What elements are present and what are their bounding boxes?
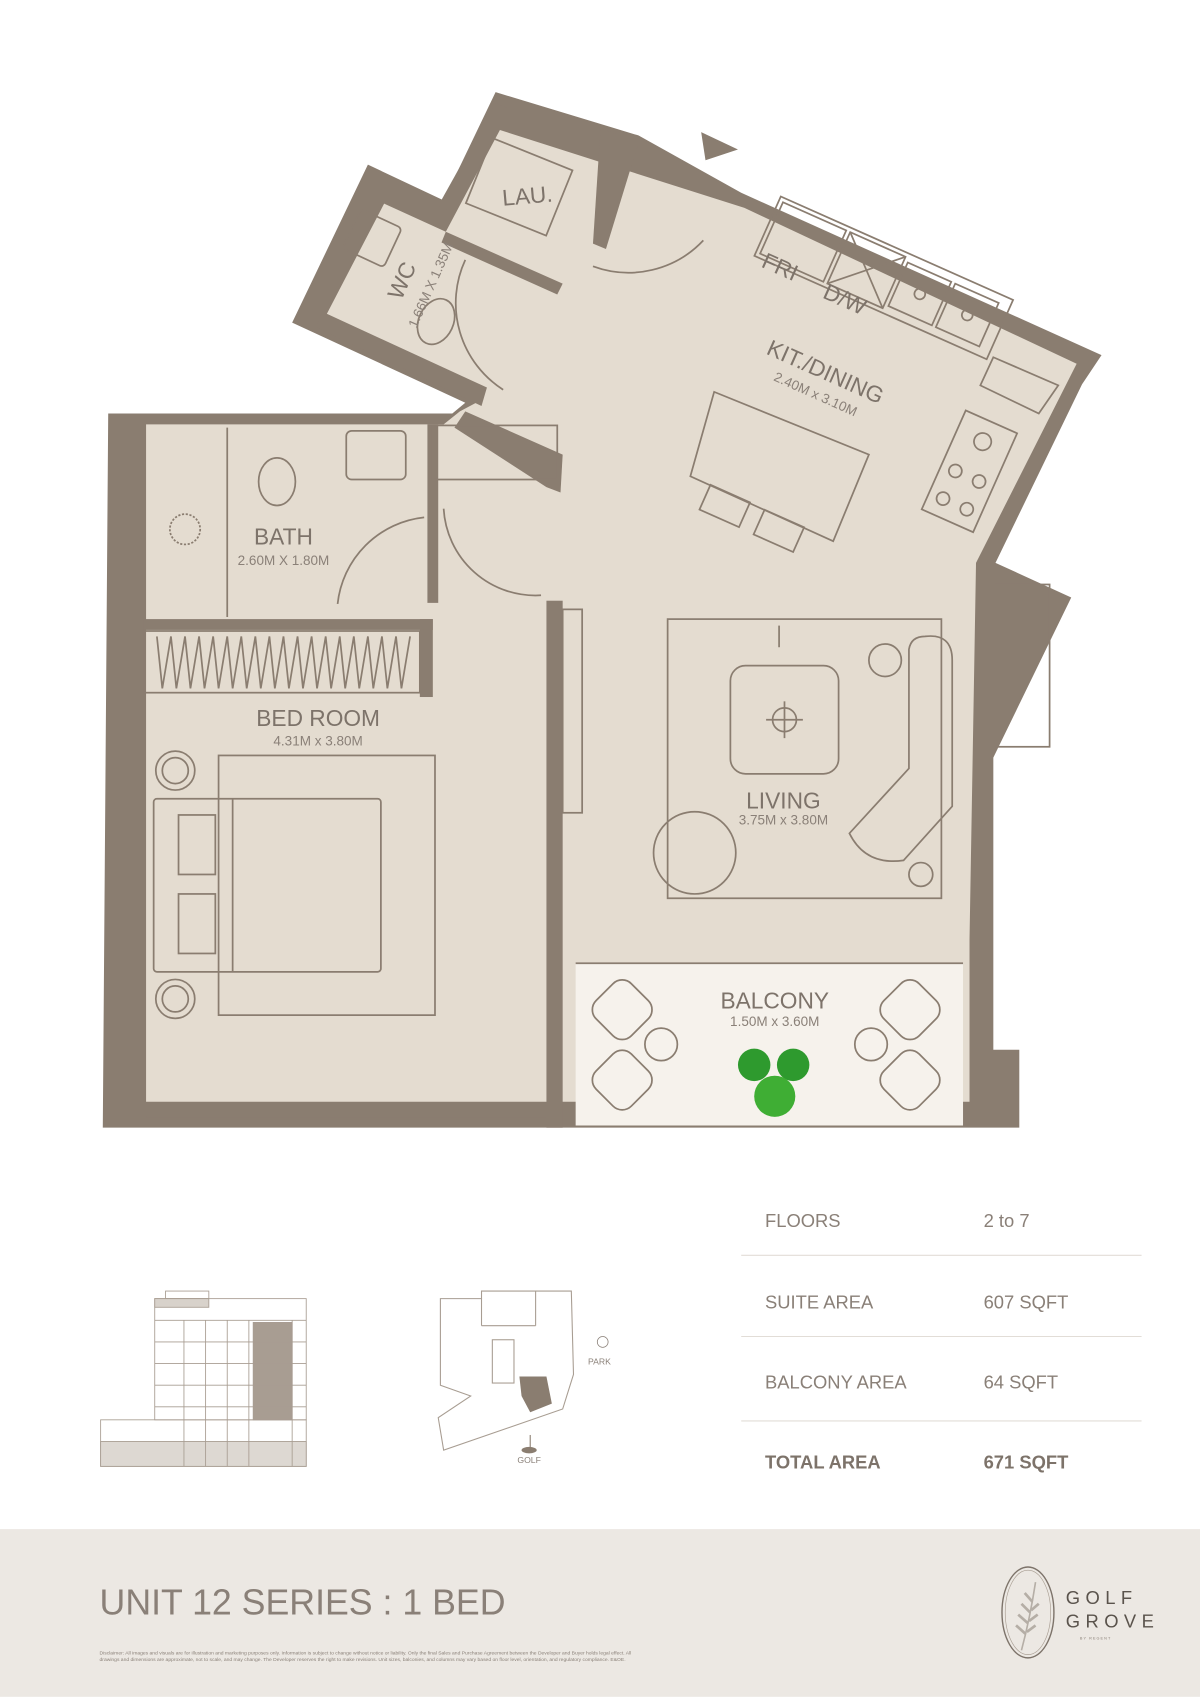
dining-chair — [698, 483, 752, 529]
entry-door-swing — [592, 239, 704, 274]
bath-right-wall — [427, 424, 439, 603]
spec-label: SUITE AREA — [765, 1291, 874, 1312]
dims-living: 3.75M x 3.80M — [739, 813, 828, 828]
unit-highlight — [519, 1376, 552, 1413]
shaft-kitchen — [979, 356, 1060, 415]
dims-bedroom: 4.31M x 3.80M — [273, 734, 362, 749]
lamp-inner — [161, 756, 190, 785]
spec-label-total: TOTAL AREA — [765, 1452, 881, 1473]
logo-text: GOLF — [1066, 1587, 1138, 1608]
pillow — [177, 893, 217, 955]
spec-value: 64 SQFT — [984, 1371, 1059, 1392]
spec-value: 2 to 7 — [984, 1210, 1030, 1231]
spec-value-total: 671 SQFT — [984, 1452, 1070, 1473]
wc-lau-wall — [438, 102, 509, 213]
wardrobe-hangers — [156, 636, 411, 689]
wc-bottom-wall — [315, 311, 487, 406]
cooktop — [920, 409, 1019, 534]
logo-tagline: BY REGENT — [1080, 1636, 1111, 1640]
shaft-living — [994, 583, 1051, 748]
dims-balcony: 1.50M x 3.60M — [730, 1014, 819, 1029]
floor-area — [146, 130, 1077, 1102]
dishwasher — [826, 231, 907, 310]
kitchen-counter — [753, 195, 1015, 361]
label-park: PARK — [588, 1357, 611, 1367]
coffee-table — [729, 664, 840, 775]
building-elevation — [100, 1290, 307, 1467]
shaft-bath — [431, 424, 559, 481]
entrance-arrow-icon — [701, 132, 738, 161]
toilet-icon — [257, 457, 297, 507]
kitchen-sink-icon — [887, 261, 953, 327]
wc-door-swing — [454, 259, 504, 391]
kitchen-right-jamb — [454, 411, 563, 493]
bedroom-rug — [217, 754, 436, 1017]
label-lau: LAU. — [501, 180, 554, 210]
lamp-inner — [161, 985, 190, 1013]
label-bath: BATH — [254, 523, 313, 549]
wc-sink-icon — [343, 209, 402, 267]
armchair — [652, 810, 737, 895]
balcony-furniture — [591, 979, 941, 1111]
specs-table: FLOORS 2 to 7 SUITE AREA 607 SQFT BALCON… — [741, 1210, 1142, 1473]
side-table — [868, 643, 903, 678]
nightstand-lamp-icon — [154, 750, 196, 791]
bedroom-living-wall — [546, 600, 563, 1128]
wardrobe — [143, 630, 421, 694]
bath-sink-icon — [345, 429, 407, 481]
bath-door-swing — [336, 516, 425, 605]
bedroom-door-swing — [442, 508, 542, 597]
unit-title: UNIT 12 SERIES : 1 BED — [100, 1583, 506, 1623]
tree-icon — [596, 1336, 609, 1348]
spec-label: BALCONY AREA — [765, 1371, 907, 1392]
label-living: LIVING — [746, 787, 821, 813]
disclaimer: drawings and dimensions are approximate,… — [100, 1657, 626, 1663]
sofa — [848, 635, 954, 863]
floor-lamp-icon — [908, 861, 934, 888]
lau-bottom-wall — [441, 231, 563, 295]
label-bedroom: BED ROOM — [256, 705, 380, 731]
footer-band — [0, 1529, 1200, 1697]
tv-unit — [561, 608, 584, 814]
dining-chair — [752, 508, 806, 554]
label-golf: GOLF — [517, 1455, 541, 1465]
leaf-icon — [1020, 1582, 1037, 1651]
fridge — [758, 201, 848, 283]
key-plan: PARK GOLF — [437, 1290, 611, 1465]
lau-right-wall — [592, 127, 639, 250]
spec-value: 607 SQFT — [984, 1291, 1069, 1312]
dims-bath: 2.60M X 1.80M — [238, 553, 330, 568]
plant-icon — [737, 1048, 810, 1117]
golf-grove-logo: GOLF GROVE BY REGENT — [1001, 1566, 1159, 1659]
label-balcony: BALCONY — [720, 988, 829, 1014]
dining-table — [689, 390, 871, 543]
floor-plan: LAU. WC 1.66M X 1.35M FRI D/W KIT./DININ… — [102, 92, 1102, 1128]
bed — [152, 797, 382, 973]
shower-drain-icon — [169, 513, 202, 546]
nightstand-lamp-icon — [154, 978, 196, 1020]
pillow — [177, 814, 217, 876]
disclaimer: Disclaimer: All images and visuals are f… — [100, 1651, 632, 1657]
bath-bottom-wall — [143, 619, 433, 630]
logo-text: GROVE — [1066, 1611, 1159, 1632]
wardrobe-wall — [419, 619, 433, 698]
wc-toilet-icon — [416, 297, 456, 346]
golf-flag-icon — [521, 1446, 537, 1454]
living-rug — [666, 618, 943, 900]
spec-label: FLOORS — [765, 1210, 841, 1231]
laundry-unit — [464, 136, 574, 237]
